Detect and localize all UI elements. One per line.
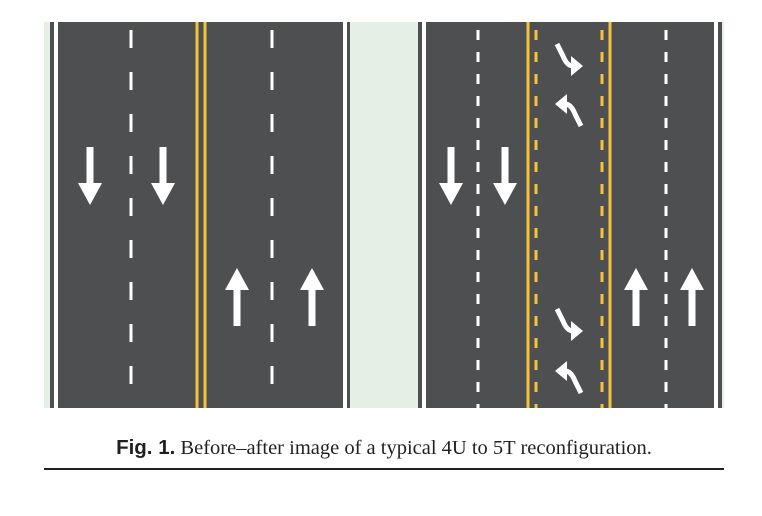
road-reconfiguration-diagram [44,22,724,408]
figure-caption: Fig. 1. Before–after image of a typical … [44,436,724,460]
before-lane-2-arrow [151,147,175,205]
before-roadway [50,22,350,408]
after-lane-5-arrow [680,268,704,326]
before-road-surface [50,22,350,408]
after-roadway [418,22,722,408]
before-lane-4-arrow [300,268,324,326]
caption-label: Fig. 1. [116,436,176,459]
before-lane-1-arrow [78,147,102,205]
before-lane-3-arrow [225,268,249,326]
turn-arrow-left-bottom [555,361,584,395]
caption-rule [44,468,724,470]
turn-arrow-right-top [554,42,583,76]
after-lane-4-arrow [624,268,648,326]
turn-arrow-left-top [555,94,584,128]
caption-text: Before–after image of a typical 4U to 5T… [180,437,652,459]
after-lane-1-arrow [439,147,463,205]
after-road-surface [418,22,722,408]
after-lane-2-arrow [493,147,517,205]
turn-arrow-right-bottom [554,307,583,341]
